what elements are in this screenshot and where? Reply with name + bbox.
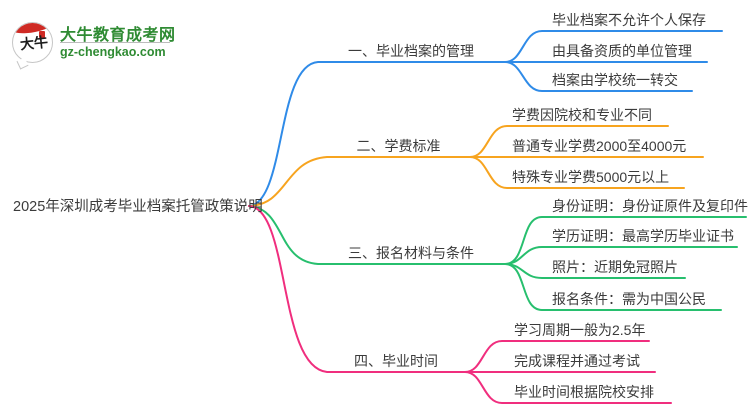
branch-4-label: 四、毕业时间 [354,353,438,369]
branch-1-item-2: 由具备资质的单位管理 [552,43,692,59]
root-topic: 2025年深圳成考毕业档案托管政策说明 [13,199,263,215]
branch-1-item-1: 毕业档案不允许个人保存 [552,12,706,28]
branch4-main-line [248,205,466,373]
branch1-sub1-line [504,30,723,63]
branch-3-label: 三、报名材料与条件 [348,245,474,261]
branch1-main-line [248,61,506,207]
logo-site-domain: gz-chengkao.com [60,45,166,59]
site-logo: 大牛 大牛教育成考网 gz-chengkao.com [12,20,192,70]
branch1-sub3-line [504,61,693,92]
branch2-sub1-line [469,125,669,158]
branch-2-item-3: 特殊专业学费5000元以上 [512,169,670,185]
branch3-main-line [248,205,506,265]
branch4-sub1-line [464,340,650,373]
branch4-sub3-line [464,371,672,404]
daniu-logo-icon: 大牛 [12,22,53,63]
branch3-sub4-line [504,263,722,311]
branch-1-label: 一、毕业档案的管理 [348,43,474,59]
logo-red-seal [39,31,45,38]
logo-icon-text: 大牛 [19,35,49,54]
branch-3-item-2: 学历证明：最高学历毕业证书 [552,228,734,244]
branch-2-label: 二、学费标准 [356,138,441,154]
branch-4-item-2: 完成课程并通过考试 [514,353,640,369]
logo-divider [60,42,170,43]
branch-2-item-2: 普通专业学费2000至4000元 [512,138,687,154]
logo-site-name: 大牛教育成考网 [60,27,176,44]
branch-4-item-3: 毕业时间根据院校安排 [514,384,654,400]
branch-3-item-3: 照片：近期免冠照片 [552,259,678,275]
branch-1-item-3: 档案由学校统一转交 [552,72,678,88]
branch2-main-line [248,156,471,207]
branch-3-item-1: 身份证明：身份证原件及复印件 [552,198,748,214]
branch-2-item-1: 学费因院校和专业不同 [512,107,652,123]
branch-3-item-4: 报名条件：需为中国公民 [552,291,706,307]
branch3-sub2-line [504,246,738,265]
branch-4-item-1: 学习周期一般为2.5年 [514,322,646,338]
branch2-sub3-line [469,156,685,189]
